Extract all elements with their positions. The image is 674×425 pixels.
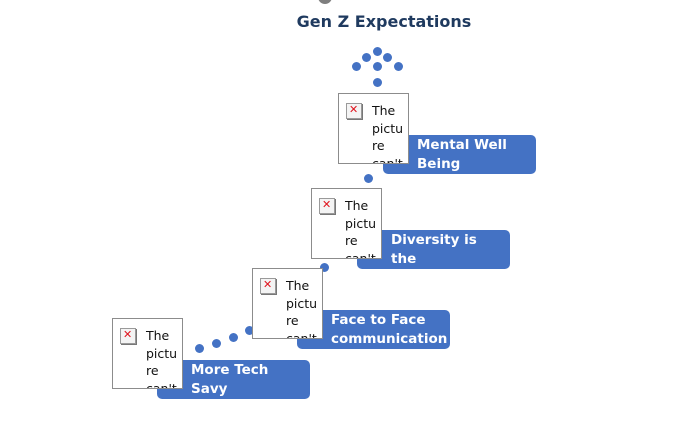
broken-image-icon — [120, 328, 136, 344]
label-line: More Tech — [191, 362, 269, 378]
broken-image-icon — [260, 278, 276, 294]
arrow-dot — [352, 62, 361, 71]
arrow-dot — [373, 78, 382, 87]
image-alt-text: The pictu re can't — [345, 198, 377, 259]
connector-dot — [212, 339, 221, 348]
label-line: Face to Face — [331, 312, 426, 328]
label-line: communication — [331, 331, 448, 347]
label-line: Diversity is the — [391, 232, 477, 267]
label-line: Norm — [391, 270, 433, 286]
image-alt-text: The pictu re can't — [146, 328, 178, 389]
label-line: Mental Well — [417, 137, 507, 153]
handle-circle-icon — [318, 0, 332, 4]
connector-dot — [229, 333, 238, 342]
arrow-dot — [373, 47, 382, 56]
step-image-diversity: The pictu re can't — [311, 188, 382, 259]
step-image-mental-well-being: The pictu re can't — [338, 93, 409, 164]
connector-dot — [195, 344, 204, 353]
arrow-dot — [362, 53, 371, 62]
image-alt-text: The pictu re can't — [372, 103, 404, 164]
arrow-dot — [373, 62, 382, 71]
step-image-face-to-face: The pictu re can't — [252, 268, 323, 339]
label-line: Savy — [191, 381, 228, 397]
broken-image-icon — [319, 198, 335, 214]
step-label-diversity: Diversity is the Norm — [357, 230, 510, 286]
connector-dot — [364, 174, 373, 183]
broken-image-icon — [346, 103, 362, 119]
label-line: Being — [417, 156, 461, 172]
connector-dot — [320, 263, 329, 272]
connector-dot — [245, 326, 254, 335]
arrow-dot — [394, 62, 403, 71]
diagram-title: Gen Z Expectations — [94, 12, 674, 32]
title-text: Gen Z Expectations — [296, 12, 472, 31]
image-alt-text: The pictu re can't — [286, 278, 318, 339]
step-image-more-tech-savy: The pictu re can't — [112, 318, 183, 389]
arrow-dot — [383, 53, 392, 62]
